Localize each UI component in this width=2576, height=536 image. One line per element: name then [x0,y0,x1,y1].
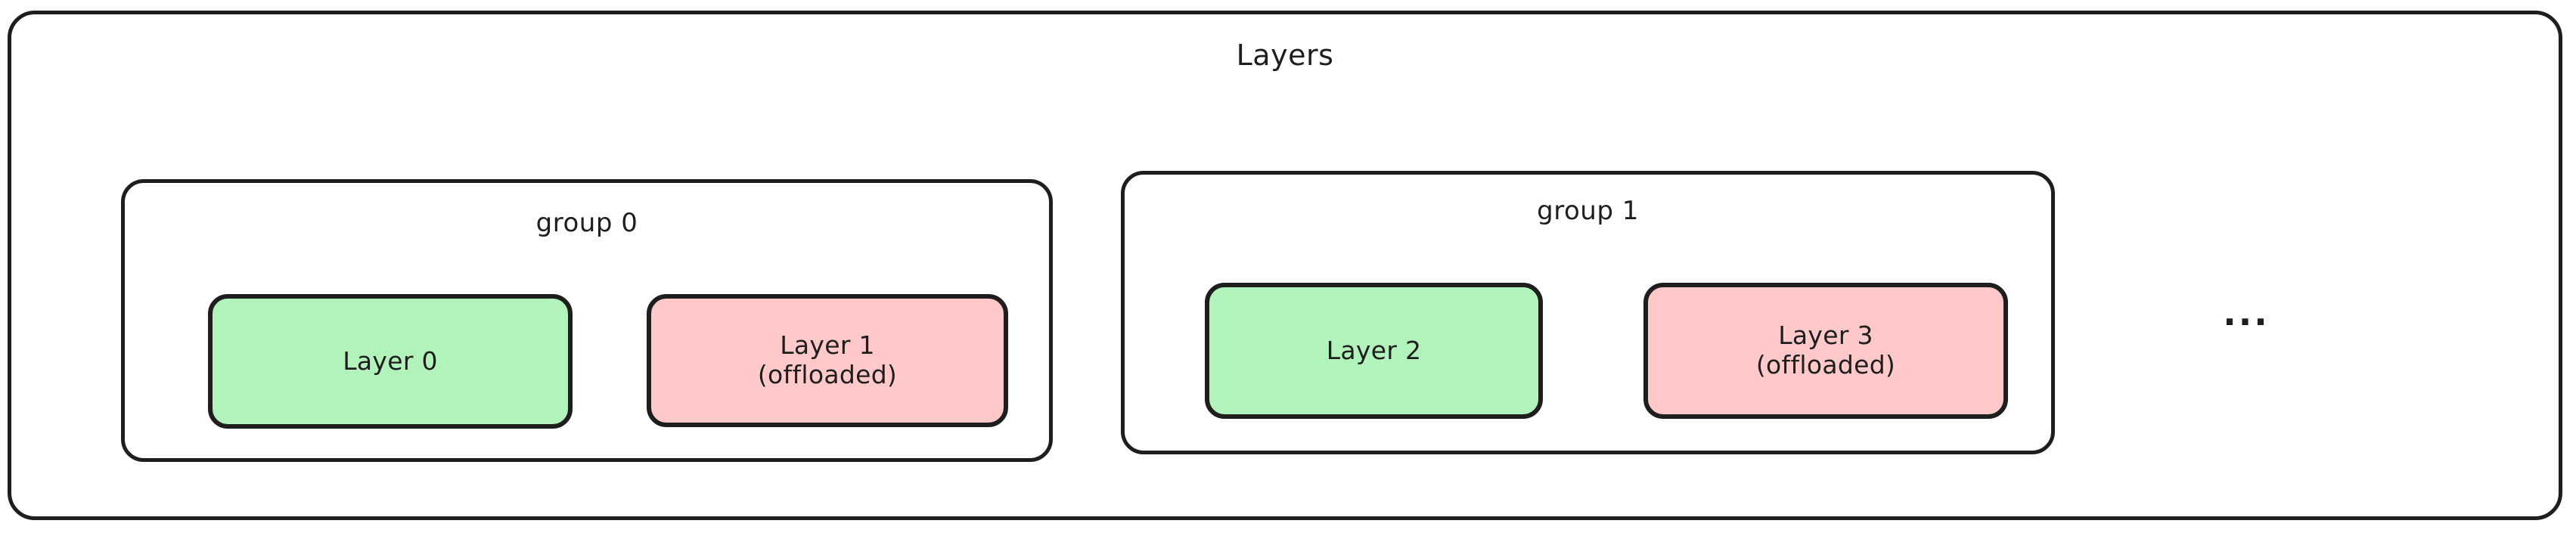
group-box-1: group 1 Layer 2 Layer 3 (offloaded) [1121,171,2055,454]
group-label-1: group 1 [1537,196,1639,226]
layers-container: Layers group 0 Layer 0 Layer 1 (offloade… [8,11,2562,520]
group-box-0: group 0 Layer 0 Layer 1 (offloaded) [121,179,1053,462]
layer-card-0[interactable]: Layer 0 [208,294,573,429]
layer-label-3: Layer 3 (offloaded) [1755,321,1896,380]
layer-card-1[interactable]: Layer 1 (offloaded) [647,294,1008,427]
group-label-0: group 0 [535,208,638,238]
layer-label-1: Layer 1 (offloaded) [757,330,898,389]
layer-card-2[interactable]: Layer 2 [1205,283,1543,419]
ellipsis-more-groups: ... [2223,293,2270,333]
layers-title: Layers [1236,39,1334,72]
layer-card-3[interactable]: Layer 3 (offloaded) [1643,283,2008,419]
layer-label-0: Layer 0 [343,345,438,376]
layer-label-2: Layer 2 [1326,335,1422,365]
